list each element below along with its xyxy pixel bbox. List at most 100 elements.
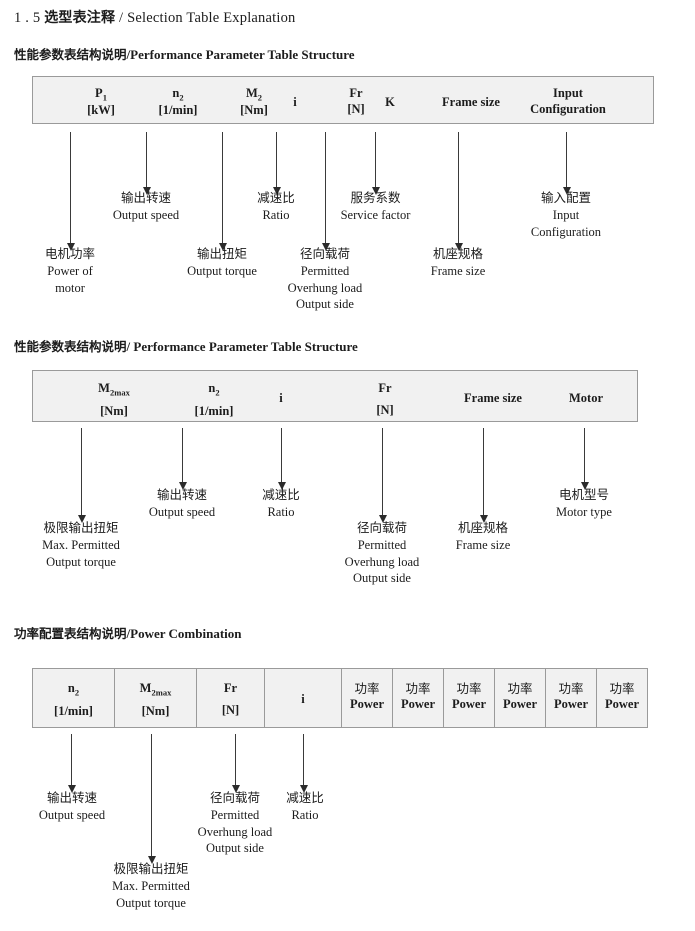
- arrow-to-note-ratio-2: [277, 428, 286, 490]
- note-frame-size-2: 机座规格 Frame size: [433, 520, 533, 554]
- table3-col-m2max-unit: [Nm]: [141, 704, 170, 719]
- table3-col-power-2-cn: 功率: [405, 681, 431, 696]
- table1-col-k: K: [335, 95, 445, 111]
- note-overhung-load-en3: Output side: [296, 297, 354, 312]
- arrow-to-note-max-output-torque-3: [147, 734, 156, 864]
- section-number: 1 . 5: [14, 10, 41, 26]
- arrow-to-note-output-torque: [218, 132, 227, 251]
- section-heading-3-en: Power Combination: [130, 626, 242, 641]
- note-output-speed-en: Output speed: [112, 207, 180, 222]
- note-power-of-motor-cn: 电机功率: [44, 246, 95, 261]
- table3-col-power-3-cn: 功率: [456, 681, 482, 696]
- arrow-to-note-overhung-load-3: [231, 734, 240, 793]
- table1-col-fr: Fr [N]: [301, 86, 411, 117]
- arrow-to-note-power: [66, 132, 75, 251]
- note-overhung-load-3: 径向载荷 Permitted Overhung load Output side: [176, 790, 294, 857]
- table2-col-m2max-symbol: M2max: [98, 381, 130, 398]
- note-output-speed-3-en: Output speed: [38, 807, 106, 822]
- note-service-factor-cn: 服务系数: [350, 190, 401, 205]
- table1-col-frame-size: Frame size: [401, 95, 541, 111]
- table1-col-fr-unit: [N]: [347, 101, 365, 116]
- note-max-output-torque-3-en2: Output torque: [116, 895, 186, 910]
- note-max-output-torque-2-en2: Output torque: [46, 554, 116, 569]
- table3-col-power-1-cn: 功率: [354, 681, 380, 696]
- note-overhung-load-2-en1: Permitted: [357, 537, 407, 552]
- table3-col-fr: Fr [N]: [197, 681, 264, 718]
- table3-col-power-3-en: Power: [451, 696, 486, 711]
- table3-col-i: i: [265, 692, 341, 708]
- note-output-speed-2-en: Output speed: [148, 504, 216, 519]
- table3-col-i-symbol: i: [301, 692, 305, 706]
- arrow-to-note-frame-size-2: [479, 428, 488, 523]
- performance-table-1: P1 [kW] n2 [1/min] M2 [Nm] i Fr [N] K Fr…: [32, 76, 654, 124]
- table2-col-fr: Fr [N]: [333, 381, 437, 418]
- note-max-output-torque-3-cn: 极限输出扭矩: [113, 861, 189, 876]
- table3-col-power-6-en: Power: [604, 696, 639, 711]
- note-output-speed-2: 输出转速 Output speed: [132, 487, 232, 521]
- table3-divider-2: [196, 669, 197, 727]
- arrow-to-note-overhung-load-2: [378, 428, 387, 523]
- arrow-to-note-service-factor: [371, 132, 380, 195]
- arrow-to-note-output-speed: [142, 132, 151, 195]
- note-output-speed: 输出转速 Output speed: [96, 190, 196, 224]
- table2-col-n2-unit: [1/min]: [194, 404, 234, 419]
- arrow-to-note-output-speed-2: [178, 428, 187, 490]
- table1-col-i: i: [252, 95, 338, 111]
- table1-col-n2-symbol: n2: [172, 86, 184, 103]
- arrow-to-note-motor-type: [580, 428, 589, 490]
- note-frame-size-2-en: Frame size: [455, 537, 511, 552]
- note-output-speed-cn: 输出转速: [120, 190, 171, 205]
- table3-col-power-6-cn: 功率: [609, 681, 635, 696]
- note-overhung-load-3-en1: Permitted: [210, 807, 260, 822]
- table1-col-p1: P1 [kW]: [46, 86, 156, 119]
- performance-table-2: M2max [Nm] n2 [1/min] i Fr [N] Frame siz…: [32, 370, 638, 422]
- note-overhung-load-en1: Permitted: [300, 263, 350, 278]
- note-overhung-load-3-cn: 径向载荷: [209, 790, 260, 805]
- note-ratio-2-cn: 减速比: [262, 487, 300, 502]
- table2-col-i: i: [238, 391, 324, 407]
- table3-col-m2max: M2max [Nm]: [115, 681, 196, 720]
- table3-col-n2-unit: [1/min]: [54, 704, 93, 719]
- note-frame-size-cn: 机座规格: [432, 246, 483, 261]
- table3-divider-6: [443, 669, 444, 727]
- note-overhung-load-cn: 径向载荷: [299, 246, 350, 261]
- note-overhung-load-3-en3: Output side: [206, 841, 264, 856]
- table3-col-power-2: 功率 Power: [393, 681, 443, 712]
- table2-col-i-symbol: i: [279, 391, 283, 405]
- section-heading-3-separator: /: [126, 626, 131, 641]
- page-title: 1 . 5 选型表注释 / Selection Table Explanatio…: [14, 7, 296, 27]
- note-service-factor: 服务系数 Service factor: [318, 190, 433, 224]
- table3-divider-1: [114, 669, 115, 727]
- table1-col-n2: n2 [1/min]: [123, 86, 233, 119]
- note-max-output-torque-2-en1: Max. Permitted: [42, 537, 120, 552]
- table1-col-frame-size-symbol: Frame size: [442, 95, 500, 109]
- table3-col-power-5-cn: 功率: [558, 681, 584, 696]
- note-overhung-load: 径向载荷 Permitted Overhung load Output side: [266, 246, 384, 313]
- arrow-to-note-frame-size: [454, 132, 463, 251]
- table2-col-fr-unit: [N]: [376, 402, 394, 417]
- table3-col-power-5: 功率 Power: [546, 681, 596, 712]
- table3-col-power-4-en: Power: [502, 696, 537, 711]
- page-title-cn: 选型表注释: [44, 10, 116, 26]
- arrow-to-note-ratio: [272, 132, 281, 195]
- table3-col-n2: n2 [1/min]: [33, 681, 114, 720]
- table1-col-fr-symbol: Fr: [349, 86, 363, 100]
- note-output-torque-en: Output torque: [187, 263, 257, 278]
- table1-col-m2: M2 [Nm]: [199, 86, 309, 119]
- note-input-configuration: 输入配置 Input Configuration: [510, 190, 622, 240]
- arrow-to-note-input-config: [562, 132, 571, 195]
- section-heading-1-en: Performance Parameter Table Structure: [130, 47, 355, 62]
- section-heading-2-en: Performance Parameter Table Structure: [133, 339, 358, 354]
- table1-col-input-config: Input Configuration: [493, 86, 643, 117]
- note-output-speed-3-cn: 输出转速: [46, 790, 97, 805]
- table2-col-motor-symbol: Motor: [568, 391, 603, 405]
- section-heading-3: 功率配置表结构说明/Power Combination: [14, 623, 242, 642]
- note-ratio-2-en: Ratio: [267, 504, 295, 519]
- note-ratio-en: Ratio: [262, 207, 290, 222]
- table3-col-fr-unit: [N]: [221, 702, 240, 717]
- note-power-of-motor: 电机功率 Power of motor: [22, 246, 118, 296]
- table2-col-m2max-unit: [Nm]: [100, 404, 128, 419]
- table1-col-m2-symbol: M2: [245, 86, 263, 103]
- arrow-to-note-overhung-load: [321, 132, 330, 251]
